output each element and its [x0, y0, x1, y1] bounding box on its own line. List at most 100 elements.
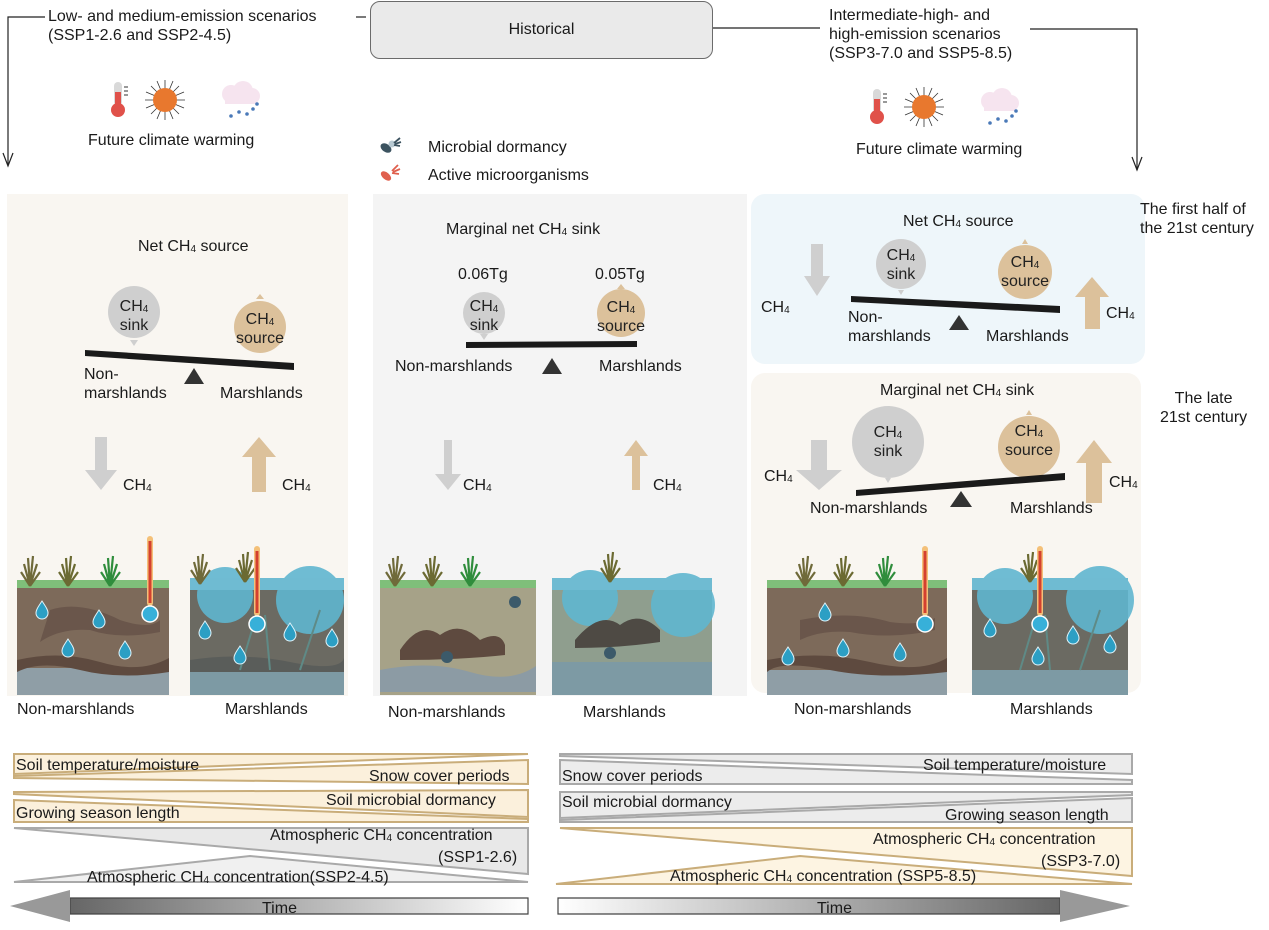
wedge-atm-ssp126: [13, 827, 529, 876]
fulcrum: [949, 315, 969, 330]
right-trend-row-1: [559, 753, 1133, 785]
left-ch4-up-label: CH4: [282, 477, 311, 494]
trend-label-ssp126: (SSP1-2.6): [438, 849, 518, 866]
trend-label-soil-temp-right: Soil temperature/moisture: [923, 757, 1107, 774]
middle-panel-title: Marginal net CH4 sink: [446, 221, 601, 238]
right-scenario-line3: (SSP3-7.0 and SSP5-8.5): [829, 45, 1013, 62]
trend-label-snow-right: Snow cover periods: [562, 768, 703, 785]
source-circle: [597, 289, 645, 337]
right-scenario-label: Intermediate-high- and high-emission sce…: [829, 6, 1012, 63]
future-warming-label-right: Future climate warming: [856, 141, 1023, 158]
rain-cloud-icon: [981, 88, 1019, 125]
middle-balance: [463, 284, 645, 374]
trend-label-dormancy-left: Soil microbial dormancy: [326, 792, 496, 809]
trend-label-dormancy-right: Soil microbial dormancy: [562, 794, 732, 811]
sink-circle: [852, 406, 924, 478]
wedge-dormancy-right: [559, 791, 1133, 820]
time-label-right: Time: [817, 900, 852, 917]
middle-source-value: 0.05Tg: [595, 266, 645, 283]
sink-arrow-head: [480, 334, 488, 340]
soil-block-middle-marsh: [552, 550, 715, 695]
source-arrow-head: [617, 284, 625, 289]
balance-beam: [856, 473, 1065, 496]
left-panel-title: Net CH4 source: [138, 238, 249, 255]
dormant-microbe-icon: [380, 137, 402, 153]
fulcrum: [950, 491, 972, 507]
soil-illustrations: [17, 535, 1134, 695]
wedge-atm-ssp370: [559, 827, 1133, 878]
source-circle: [998, 416, 1060, 478]
right-top-marsh-label: Marshlands: [986, 328, 1069, 345]
trend-wedges: [10, 753, 1133, 922]
time-label-left: Time: [262, 900, 297, 917]
left-marsh-label: Marshlands: [220, 385, 303, 402]
future-warming-label-left: Future climate warming: [88, 132, 255, 149]
middle-ch4-down-label: CH4: [463, 477, 492, 494]
sun-icon: [145, 80, 185, 120]
right-top-balance: [804, 239, 1109, 330]
trend-label-soil-temp-left: Soil temperature/moisture: [16, 757, 200, 774]
right-scenario-line1: Intermediate-high- and: [829, 7, 990, 24]
trend-label-snow-left: Snow cover periods: [369, 768, 510, 785]
trend-label-growing-left: Growing season length: [16, 805, 180, 822]
trend-label-atm-ssp126: Atmospheric CH4 concentration: [270, 827, 493, 844]
left-scenario-line1: Low- and medium-emission scenarios: [48, 8, 317, 25]
thermometer-icon: [870, 89, 887, 124]
ch4-uptake-arrow: [804, 244, 830, 296]
trend-label-growing-right: Growing season length: [945, 807, 1109, 824]
ch4-uptake-arrow: [796, 440, 842, 490]
ch4-emission-arrow: [624, 440, 648, 490]
wedge-atm-ssp245: [13, 854, 529, 883]
balance-beam: [851, 296, 1060, 313]
middle-ch4-up-label: CH4: [653, 477, 682, 494]
middle-nonmarsh-label: Non-marshlands: [395, 358, 513, 375]
left-flux-arrows: [85, 437, 276, 492]
sink-circle: [108, 286, 160, 338]
sink-circle: [463, 292, 505, 334]
time-arrow-right: [557, 890, 1130, 922]
ch4-uptake-arrow: [85, 437, 117, 490]
wedge-growing-left: [13, 798, 529, 823]
right-bottom-panel-title: Marginal net CH4 sink: [880, 382, 1035, 399]
scenario-connector-lines: [2, 16, 1143, 172]
soil-label-right-marsh: Marshlands: [1010, 701, 1093, 718]
right-bottom-balance: [796, 406, 1112, 507]
soil-block-middle-nonmarsh: [380, 554, 536, 695]
left-scenario-label: Low- and medium-emission scenarios (SSP1…: [45, 7, 320, 45]
wedge-atm-ssp585: [555, 854, 1133, 885]
wedge-dormancy-left: [13, 788, 529, 819]
active-microbe-icon: [380, 164, 401, 181]
wedge-snow-right: [559, 758, 1133, 785]
historical-box: Historical: [370, 1, 713, 59]
middle-flux-arrows: [435, 440, 648, 490]
legend-label-dormancy: Microbial dormancy: [428, 139, 567, 156]
trend-label-ssp370: (SSP3-7.0): [1041, 853, 1121, 870]
ch4-emission-arrow: [1076, 440, 1112, 503]
rain-cloud-icon: [222, 81, 260, 118]
wedge-growing-right: [559, 796, 1133, 823]
wedge-soil-temp-right: [559, 753, 1133, 776]
left-ch4-down-label: CH4: [123, 477, 152, 494]
fulcrum: [542, 358, 562, 374]
balance-beam: [466, 341, 637, 348]
soil-block-left-nonmarsh: [17, 535, 169, 695]
right-bottom-ch4-down-label: CH4: [764, 468, 793, 485]
thermometer-icon: [111, 82, 128, 117]
source-circle: [998, 245, 1052, 299]
left-scenario-line2: (SSP1-2.6 and SSP2-4.5): [48, 27, 232, 44]
middle-marsh-label: Marshlands: [599, 358, 682, 375]
left-trend-row-1: [13, 753, 529, 786]
sun-icon: [904, 87, 944, 127]
soil-block-left-marsh: [189, 545, 344, 695]
sink-arrow-head: [130, 340, 138, 346]
sink-arrow-head: [898, 290, 904, 295]
right-scenario-line2: high-emission scenarios: [829, 26, 1001, 43]
